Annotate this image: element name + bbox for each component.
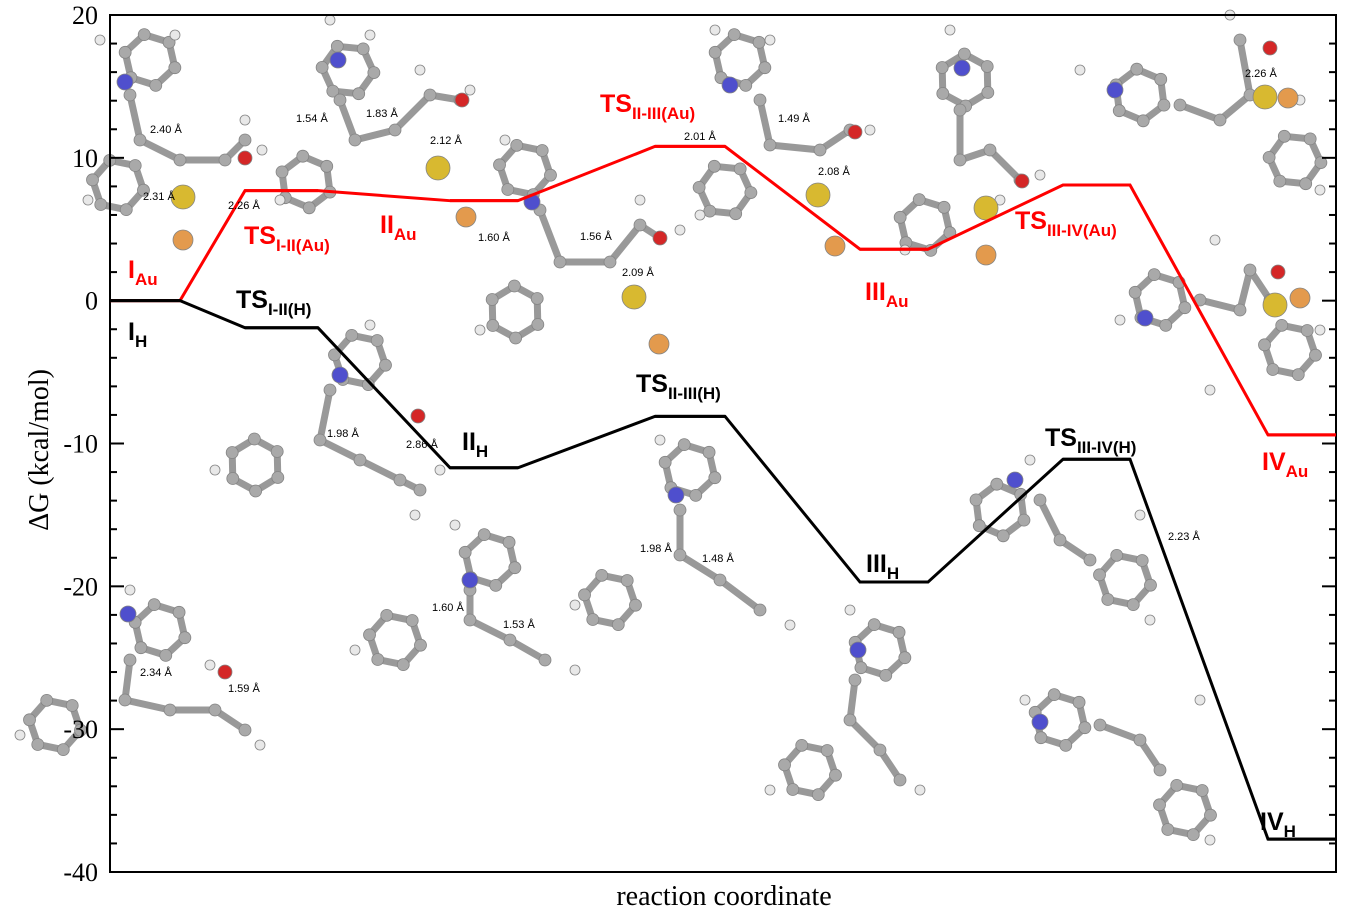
y-axis-title: ΔG (kcal/mol) (24, 369, 55, 531)
y-tick-label: -20 (63, 572, 98, 601)
state-label-h-4: IIIH (866, 550, 899, 583)
y-tick-label: -40 (63, 858, 98, 887)
y-tick-label: 0 (85, 287, 98, 316)
bond-distance-label: 1.98 Å (327, 427, 359, 440)
y-tick-label: -10 (63, 430, 98, 459)
energy-paths (110, 144, 1336, 841)
molecule-10 (969, 454, 1157, 626)
bond-distance-label: 2.40 Å (150, 123, 182, 136)
molecule-2 (474, 134, 686, 355)
state-label-h-2: IIH (462, 428, 488, 461)
molecule-12 (1019, 688, 1217, 846)
bond-distance-label: 2.34 Å (140, 666, 172, 679)
molecule-1 (274, 14, 477, 228)
bond-distance-label: 1.98 Å (640, 542, 672, 555)
state-label-au-5: TSIII-IV(Au) (1015, 207, 1117, 240)
state-labels: IAuTSI-II(Au)IIAuTSII-III(Au)IIIAuTSIII-… (128, 90, 1308, 841)
molecule-13 (14, 584, 266, 757)
y-tick-label: 20 (72, 1, 98, 30)
molecule-3 (692, 24, 876, 257)
bond-distance-label: 2.23 Å (1168, 530, 1200, 543)
state-label-h-0: IH (128, 318, 147, 351)
bond-distance-label: 1.53 Å (503, 618, 535, 631)
state-label-au-4: IIIAu (865, 278, 909, 311)
bond-distance-label: 2.26 Å (228, 199, 260, 212)
molecule-4 (893, 24, 1046, 266)
molecule-0 (82, 28, 268, 251)
bond-distance-label: 2.31 Å (143, 190, 175, 203)
state-label-h-1: TSI-II(H) (236, 286, 311, 319)
bond-distance-label: 1.56 Å (580, 230, 612, 243)
state-label-h-3: TSII-III(H) (636, 370, 721, 403)
bond-distance-label: 2.08 Å (818, 165, 850, 178)
bond-distance-label: 1.48 Å (702, 552, 734, 565)
molecule-6 (1114, 234, 1326, 396)
bond-distance-label: 1.83 Å (366, 107, 398, 120)
y-tick-label: -30 (63, 715, 98, 744)
molecule-8 (349, 519, 581, 676)
bond-distance-label: 1.54 Å (296, 112, 328, 125)
state-label-au-2: IIAu (380, 211, 417, 244)
bond-distance-label: 2.01 Å (684, 130, 716, 143)
bond-distance-label: 2.09 Å (622, 266, 654, 279)
state-label-au-1: TSI-II(Au) (244, 222, 330, 255)
state-label-h-5: TSIII-IV(H) (1045, 424, 1136, 457)
bond-distance-label: 2.26 Å (1245, 67, 1277, 80)
molecule-illustrations (14, 9, 1328, 846)
state-label-au-3: TSII-III(Au) (600, 90, 695, 123)
state-label-h-6: IVH (1260, 808, 1296, 841)
bond-distance-label: 1.49 Å (778, 112, 810, 125)
bond-distance-label: 2.12 Å (430, 134, 462, 147)
bond-distance-label: 1.60 Å (432, 601, 464, 614)
state-label-au-0: IAu (128, 256, 158, 289)
plot-frame: 20 10 0 -10 -20 -30 -40 (63, 1, 1337, 887)
molecule-5 (1074, 9, 1328, 196)
bond-distance-label: 1.59 Å (228, 682, 260, 695)
state-label-au-6: IVAu (1262, 448, 1308, 481)
bond-distance-label: 2.86 Å (406, 438, 438, 451)
plot-border (109, 14, 1337, 873)
y-tick-label: 10 (72, 144, 98, 173)
x-axis-title: reaction coordinate (616, 881, 831, 912)
bond-distance-labels: 2.40 Å 2.31 Å 2.26 Å 1.54 Å 1.83 Å 2.12 Å 1.60… (140, 67, 1277, 695)
bond-distance-label: 1.60 Å (478, 231, 510, 244)
molecule-9 (569, 434, 796, 632)
molecule-7 (209, 319, 446, 521)
molecule-11 (764, 604, 926, 802)
